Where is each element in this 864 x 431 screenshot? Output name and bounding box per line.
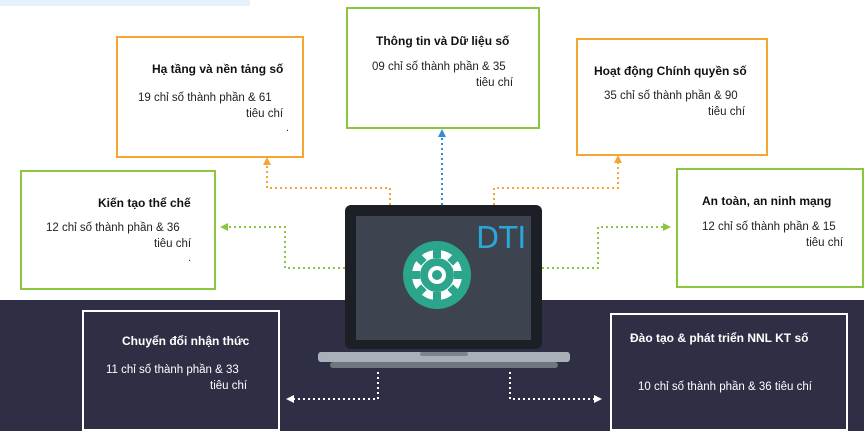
arrowhead-daotao xyxy=(594,395,602,403)
card-desc-line1: 12 chỉ số thành phần & 36 xyxy=(46,222,180,234)
card-title: Kiến tạo thể chế xyxy=(98,196,191,210)
card-desc-line1: 12 chỉ số thành phần & 15 xyxy=(702,221,836,233)
card-title: Hoạt động Chính quyền số xyxy=(594,64,747,78)
card-dot: . xyxy=(188,252,192,264)
laptop-notch xyxy=(420,352,468,356)
card-hoat-dong: Hoạt động Chính quyền số 35 chỉ số thành… xyxy=(576,38,768,156)
card-desc-line2: tiêu chí xyxy=(708,106,746,118)
gear-icon xyxy=(403,241,471,309)
arrowhead-kientao xyxy=(220,223,228,231)
card-desc-line1: 10 chỉ số thành phần & 36 tiêu chí xyxy=(638,381,812,393)
laptop-base-shadow xyxy=(330,362,558,368)
card-dot: . xyxy=(286,122,290,134)
card-title: Hạ tầng và nền tảng số xyxy=(152,62,284,76)
card-desc-line1: 19 chỉ số thành phần & 61 xyxy=(138,92,272,104)
connector-daotao xyxy=(509,372,596,400)
card-desc-line1: 35 chỉ số thành phần & 90 xyxy=(604,90,738,102)
card-thong-tin: Thông tin và Dữ liệu số 09 chỉ số thành … xyxy=(346,7,540,129)
top-accent-strip xyxy=(0,0,250,6)
card-desc-line2: tiêu chí xyxy=(476,77,514,89)
connector-kientao xyxy=(226,226,345,269)
card-desc-line2: tiêu chí xyxy=(806,237,844,249)
card-desc-line1: 11 chỉ số thành phần & 33 xyxy=(106,364,239,376)
card-title: Đào tạo & phát triển NNL KT số xyxy=(630,331,809,345)
card-ha-tang: Hạ tầng và nền tảng số 19 chỉ số thành p… xyxy=(116,36,304,158)
arrowhead-hatang xyxy=(263,157,271,165)
card-desc-line2: tiêu chí xyxy=(210,380,248,392)
arrowhead-antoan xyxy=(663,223,671,231)
card-an-toan: An toàn, an ninh mạng 12 chỉ số thành ph… xyxy=(676,168,864,288)
dti-logo-text: DTI xyxy=(476,221,527,256)
card-chuyen-doi: Chuyển đổi nhận thức 11 chỉ số thành phầ… xyxy=(82,310,280,431)
laptop-base xyxy=(318,352,570,362)
card-title: An toàn, an ninh mạng xyxy=(702,194,832,208)
card-title: Chuyển đổi nhận thức xyxy=(122,334,250,348)
card-title: Thông tin và Dữ liệu số xyxy=(376,34,510,48)
connector-antoan xyxy=(542,226,665,269)
card-desc-line2: tiêu chí xyxy=(246,108,284,120)
card-dao-tao: Đào tạo & phát triển NNL KT số 10 chỉ số… xyxy=(610,313,848,431)
card-kien-tao: Kiến tạo thể chế 12 chỉ số thành phần & … xyxy=(20,170,216,290)
card-desc-line1: 09 chỉ số thành phần & 35 xyxy=(372,61,506,73)
connector-chuyendoi xyxy=(292,372,379,400)
arrowhead-chuyendoi xyxy=(286,395,294,403)
arrowhead-hoatdong xyxy=(614,155,622,163)
arrowhead-thongtin xyxy=(438,129,446,137)
card-desc-line2: tiêu chí xyxy=(154,238,192,250)
